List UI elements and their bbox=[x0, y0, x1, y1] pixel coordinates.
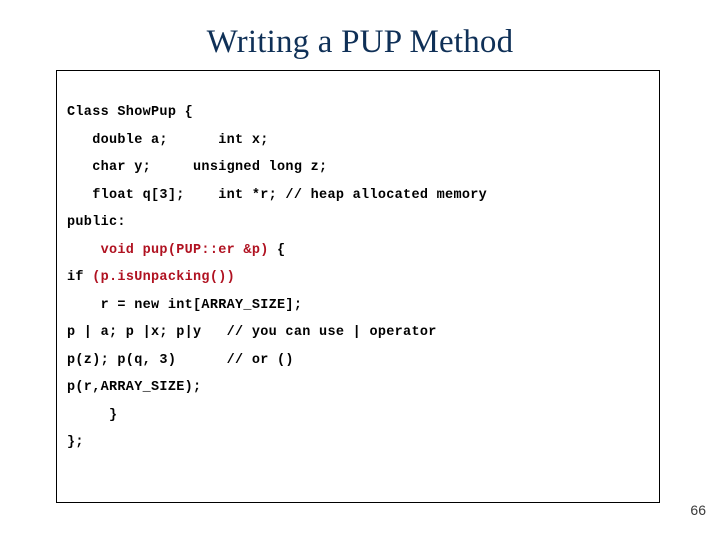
code-segment: double a; int x; bbox=[67, 132, 269, 148]
code-segment: Class ShowPup { bbox=[67, 105, 194, 120]
page-number: 66 bbox=[690, 502, 706, 518]
code-line: void pup(PUP::er &p) { bbox=[67, 237, 655, 265]
code-line: if (p.isUnpacking()) bbox=[67, 264, 655, 292]
code-frame: Class ShowPup { double a; int x; char y;… bbox=[56, 70, 660, 503]
code-segment: } bbox=[67, 407, 118, 423]
code-segment-highlight: (p.isUnpacking()) bbox=[92, 270, 236, 285]
code-block: Class ShowPup { double a; int x; char y;… bbox=[67, 99, 655, 457]
code-segment: p | a; p |x; p|y // you can use | operat… bbox=[67, 325, 437, 340]
code-line: float q[3]; int *r; // heap allocated me… bbox=[67, 182, 655, 210]
page-title: Writing a PUP Method bbox=[206, 24, 514, 60]
code-segment: r = new int[ARRAY_SIZE]; bbox=[67, 297, 303, 313]
code-line: public: bbox=[67, 209, 655, 237]
code-line: double a; int x; bbox=[67, 127, 655, 155]
code-line: p | a; p |x; p|y // you can use | operat… bbox=[67, 319, 655, 347]
code-segment: }; bbox=[67, 435, 84, 450]
code-line: }; bbox=[67, 429, 655, 457]
code-segment: char y; unsigned long z; bbox=[67, 160, 328, 175]
code-segment: public: bbox=[67, 215, 126, 230]
code-line: char y; unsigned long z; bbox=[67, 154, 655, 182]
code-line: p(r,ARRAY_SIZE); bbox=[67, 374, 655, 402]
code-line: p(z); p(q, 3) // or () bbox=[67, 347, 655, 375]
code-segment: p(z); p(q, 3) // or () bbox=[67, 352, 294, 368]
code-line: Class ShowPup { bbox=[67, 99, 655, 127]
code-segment: p(r,ARRAY_SIZE); bbox=[67, 380, 202, 395]
code-segment: if bbox=[67, 270, 93, 285]
code-line: r = new int[ARRAY_SIZE]; bbox=[67, 292, 655, 320]
code-segment: float q[3]; int *r; // heap allocated me… bbox=[67, 187, 488, 203]
code-segment: { bbox=[268, 242, 286, 258]
code-line: } bbox=[67, 402, 655, 430]
code-segment-highlight: void pup(PUP::er &p) bbox=[67, 242, 269, 258]
